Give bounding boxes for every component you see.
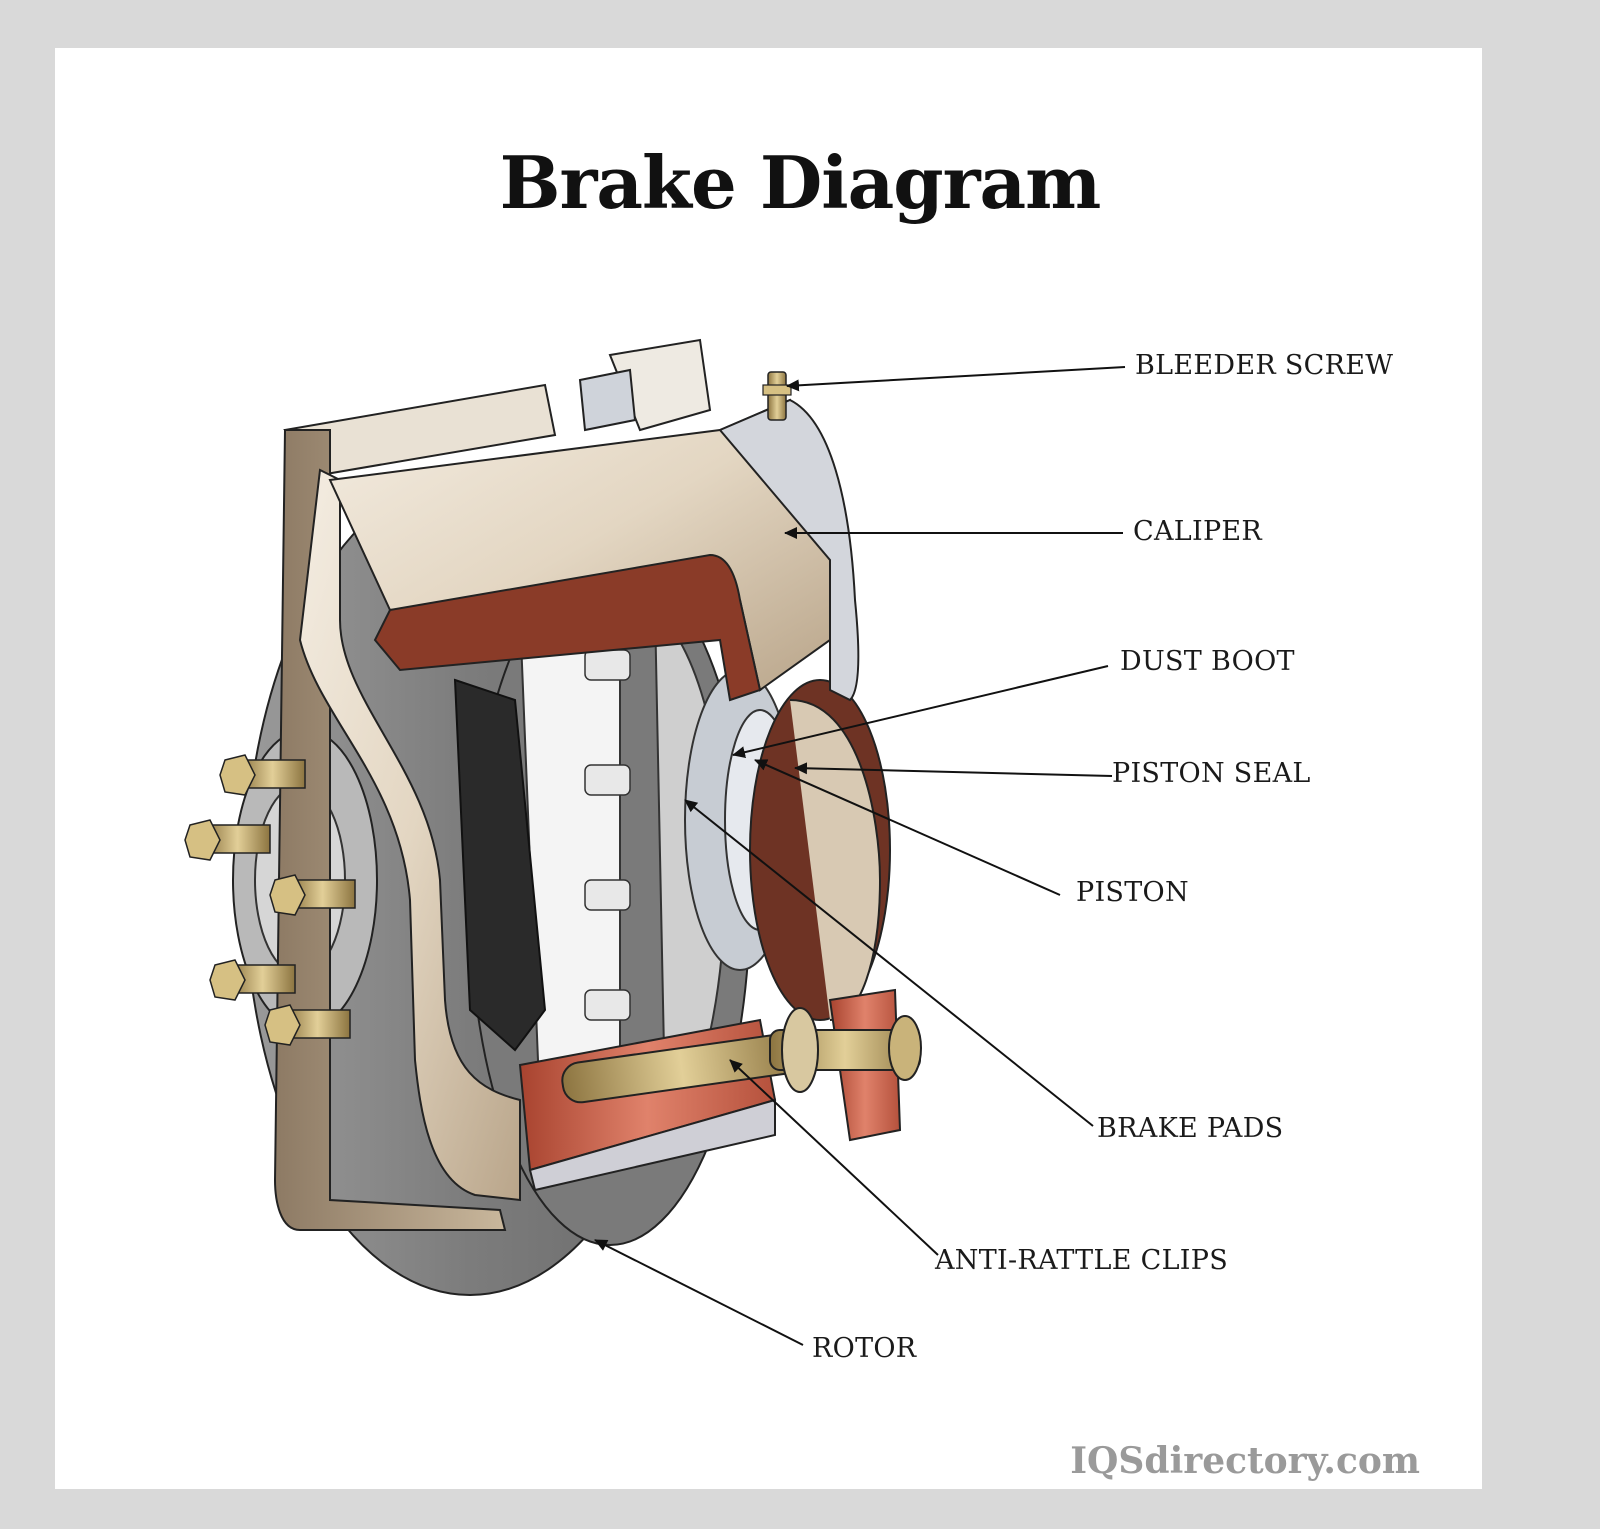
wheel-stud xyxy=(264,1004,351,1046)
leader-piston xyxy=(754,759,1061,896)
leader-bleeder-screw xyxy=(786,366,1126,392)
wheel-studs xyxy=(184,754,356,1046)
label-rotor: ROTOR xyxy=(812,1333,917,1364)
label-dust-boot: DUST BOOT xyxy=(1120,646,1295,677)
label-caliper: CALIPER xyxy=(1133,516,1263,547)
watermark-logo: IQSdirectory.com xyxy=(1070,1440,1420,1482)
guide-pin-bolt xyxy=(769,988,922,1142)
page-title: Brake Diagram xyxy=(499,140,1102,225)
caliper xyxy=(273,338,860,1231)
label-anti-rattle-clips: ANTI-RATTLE CLIPS xyxy=(935,1245,1229,1276)
anti-rattle-clip-section xyxy=(518,1018,802,1192)
leader-anti-rattle-clips xyxy=(729,1059,939,1256)
brake-pad xyxy=(453,678,547,1052)
wheel-stud xyxy=(209,959,296,1001)
leader-lines xyxy=(594,366,1126,1346)
leader-rotor xyxy=(594,1239,804,1346)
bleeder-screw xyxy=(762,371,792,421)
wheel-stud xyxy=(219,754,306,796)
wheel-stud xyxy=(269,874,356,916)
label-piston-seal: PISTON SEAL xyxy=(1112,758,1311,789)
label-piston: PISTON xyxy=(1076,877,1189,908)
leader-dust-boot xyxy=(732,665,1109,759)
leader-piston-seal xyxy=(794,762,1113,777)
label-bleeder-screw: BLEEDER SCREW xyxy=(1135,350,1394,381)
label-brake-pads: BRAKE PADS xyxy=(1097,1113,1284,1144)
wheel-stud xyxy=(184,819,271,861)
leader-brake-pads xyxy=(684,799,1094,1127)
